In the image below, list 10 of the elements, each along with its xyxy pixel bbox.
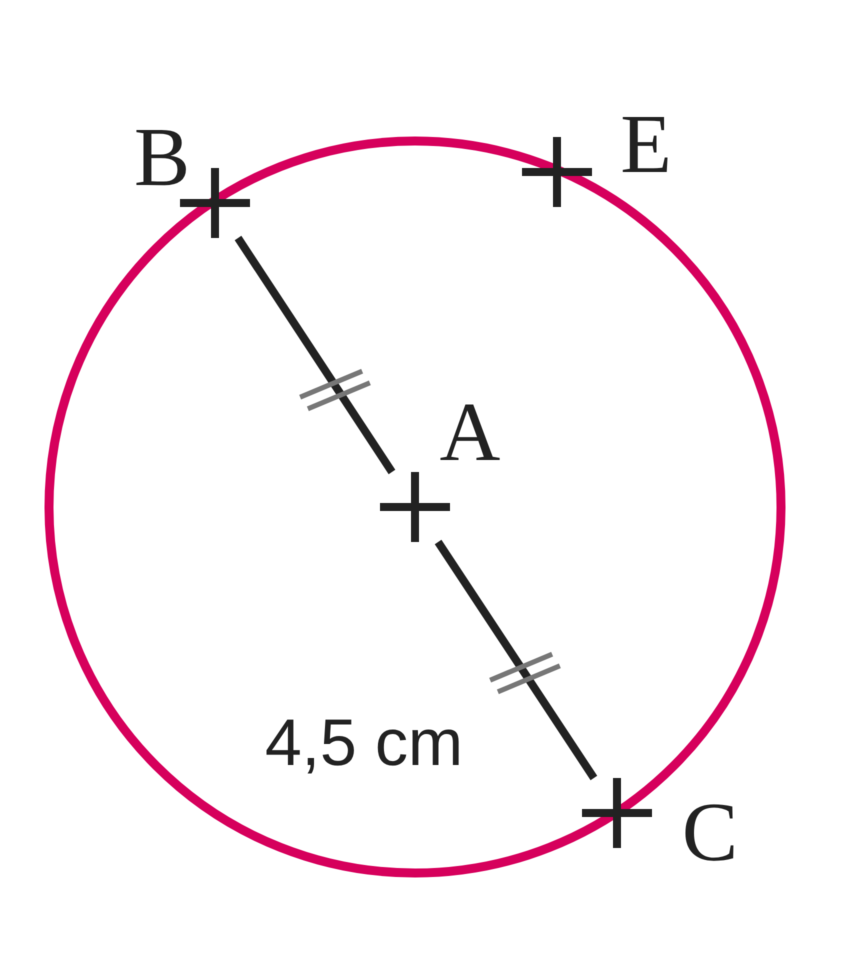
- point-mark: [522, 137, 592, 207]
- point-label: A: [440, 391, 500, 475]
- point-label: E: [620, 103, 672, 187]
- point-label: B: [134, 116, 190, 200]
- point-label: C: [682, 791, 738, 875]
- point-mark: [582, 778, 652, 848]
- line-segment: [434, 540, 598, 780]
- point-mark: [380, 472, 450, 542]
- line-segment: [234, 236, 396, 474]
- length-label: 4,5 cm: [264, 709, 464, 775]
